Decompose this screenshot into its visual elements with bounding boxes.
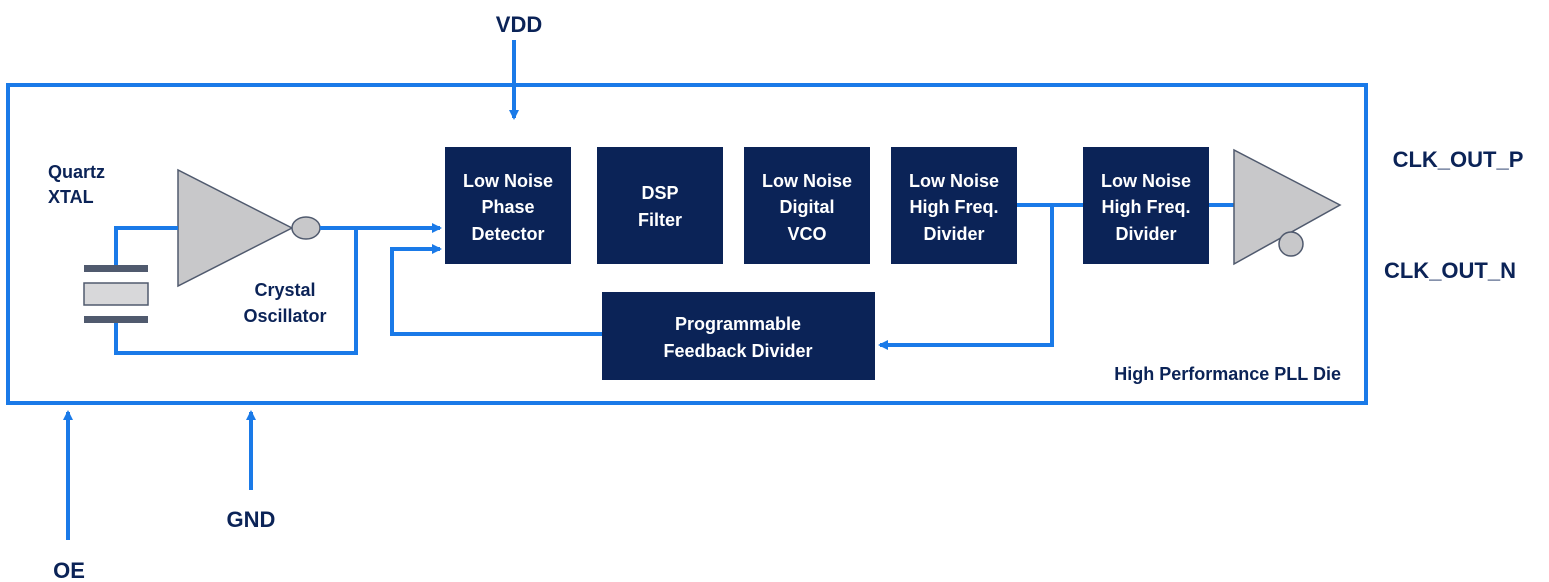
hf-divider-1-line3: Divider xyxy=(923,224,984,244)
oscillator-label-line1: Crystal xyxy=(254,280,315,300)
output-buffer-icon xyxy=(1233,148,1342,266)
block-digital-vco: Low Noise Digital VCO xyxy=(744,147,870,264)
block-feedback-divider: Programmable Feedback Divider xyxy=(602,292,875,380)
digital-vco-line1: Low Noise xyxy=(762,171,852,191)
oscillator-label-line2: Oscillator xyxy=(243,306,326,326)
oscillator-amplifier-icon xyxy=(177,168,321,288)
block-dsp-filter: DSP Filter xyxy=(597,147,723,264)
digital-vco-line2: Digital xyxy=(779,197,834,217)
pin-clk-out-p-label: CLK_OUT_P xyxy=(1393,147,1524,172)
quartz-crystal-icon xyxy=(83,265,149,323)
digital-vco-line3: VCO xyxy=(787,224,826,244)
block-hf-divider-1: Low Noise High Freq. Divider xyxy=(891,147,1017,264)
pin-gnd-label: GND xyxy=(227,507,276,532)
pll-die-outline xyxy=(6,83,1368,405)
quartz-label-line1: Quartz xyxy=(48,162,105,182)
phase-detector-line1: Low Noise xyxy=(463,171,553,191)
pin-oe-label: OE xyxy=(53,558,85,582)
quartz-label-line2: XTAL xyxy=(48,187,94,207)
phase-detector-line3: Detector xyxy=(471,224,544,244)
hf-divider-2-line2: High Freq. xyxy=(1102,197,1191,217)
hf-divider-2-line3: Divider xyxy=(1115,224,1176,244)
feedback-return-wire xyxy=(390,244,602,336)
hf-divider-2-line1: Low Noise xyxy=(1101,171,1191,191)
die-label: High Performance PLL Die xyxy=(1114,364,1341,384)
feedback-divider-line1: Programmable xyxy=(675,314,801,334)
hf-divider-1-line2: High Freq. xyxy=(910,197,999,217)
pin-vdd-label: VDD xyxy=(496,12,542,37)
dsp-filter-line2: Filter xyxy=(638,210,682,230)
dsp-filter-line1: DSP xyxy=(641,183,678,203)
pin-clk-out-n-label: CLK_OUT_N xyxy=(1384,258,1516,283)
block-hf-divider-2: Low Noise High Freq. Divider xyxy=(1083,147,1209,264)
feedback-tap-wire xyxy=(878,205,1054,350)
block-phase-detector: Low Noise Phase Detector xyxy=(445,147,571,264)
phase-detector-line2: Phase xyxy=(481,197,534,217)
xtal-top-wire xyxy=(114,226,178,265)
xtal-bottom-wire xyxy=(114,226,358,355)
feedback-divider-line2: Feedback Divider xyxy=(663,341,812,361)
hf-divider-1-line1: Low Noise xyxy=(909,171,999,191)
